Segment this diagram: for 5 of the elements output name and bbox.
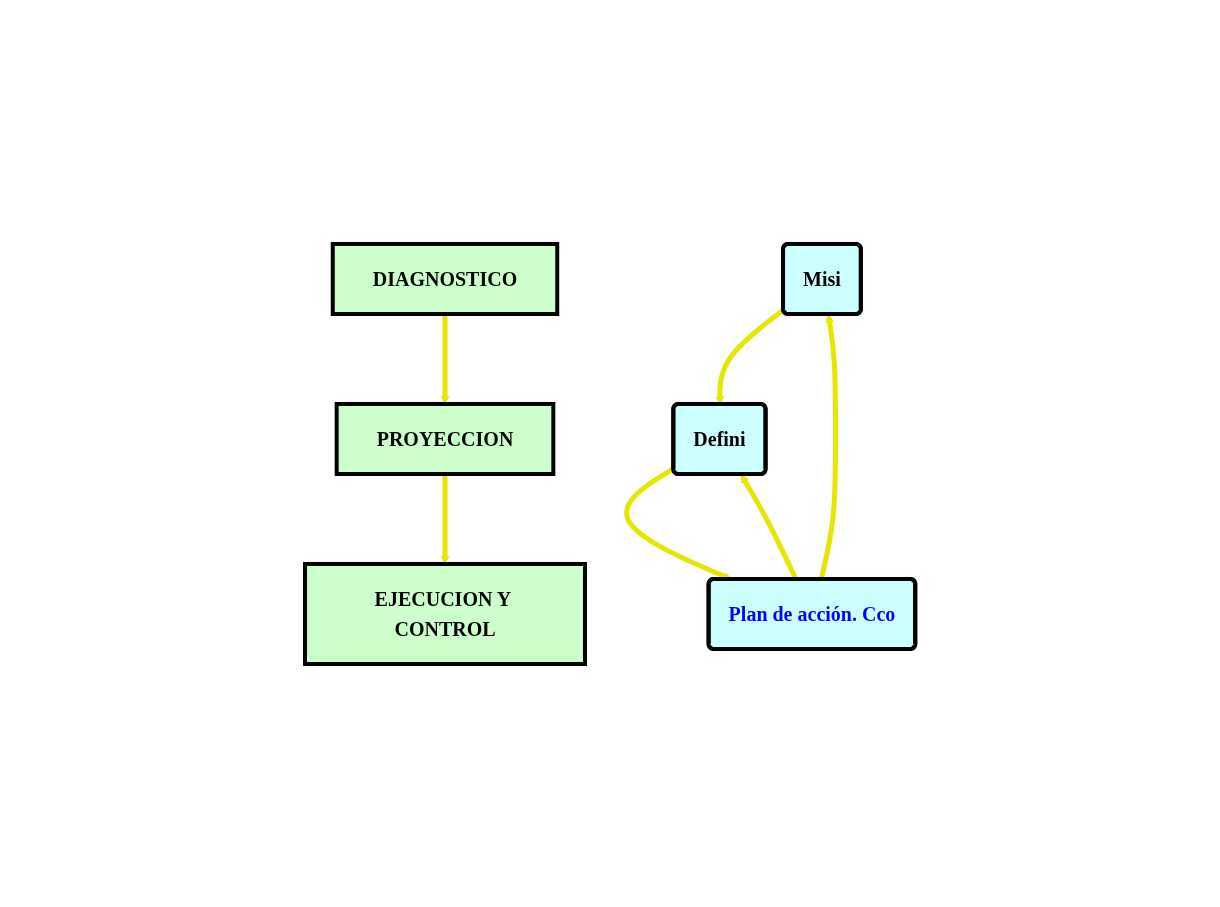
arrow bbox=[440, 313, 450, 404]
node-box: EJECUCION Y CONTROL bbox=[302, 561, 587, 666]
node-box: DIAGNOSTICO bbox=[330, 241, 560, 316]
node-box: PROYECCION bbox=[334, 401, 556, 476]
arrow bbox=[440, 473, 450, 564]
